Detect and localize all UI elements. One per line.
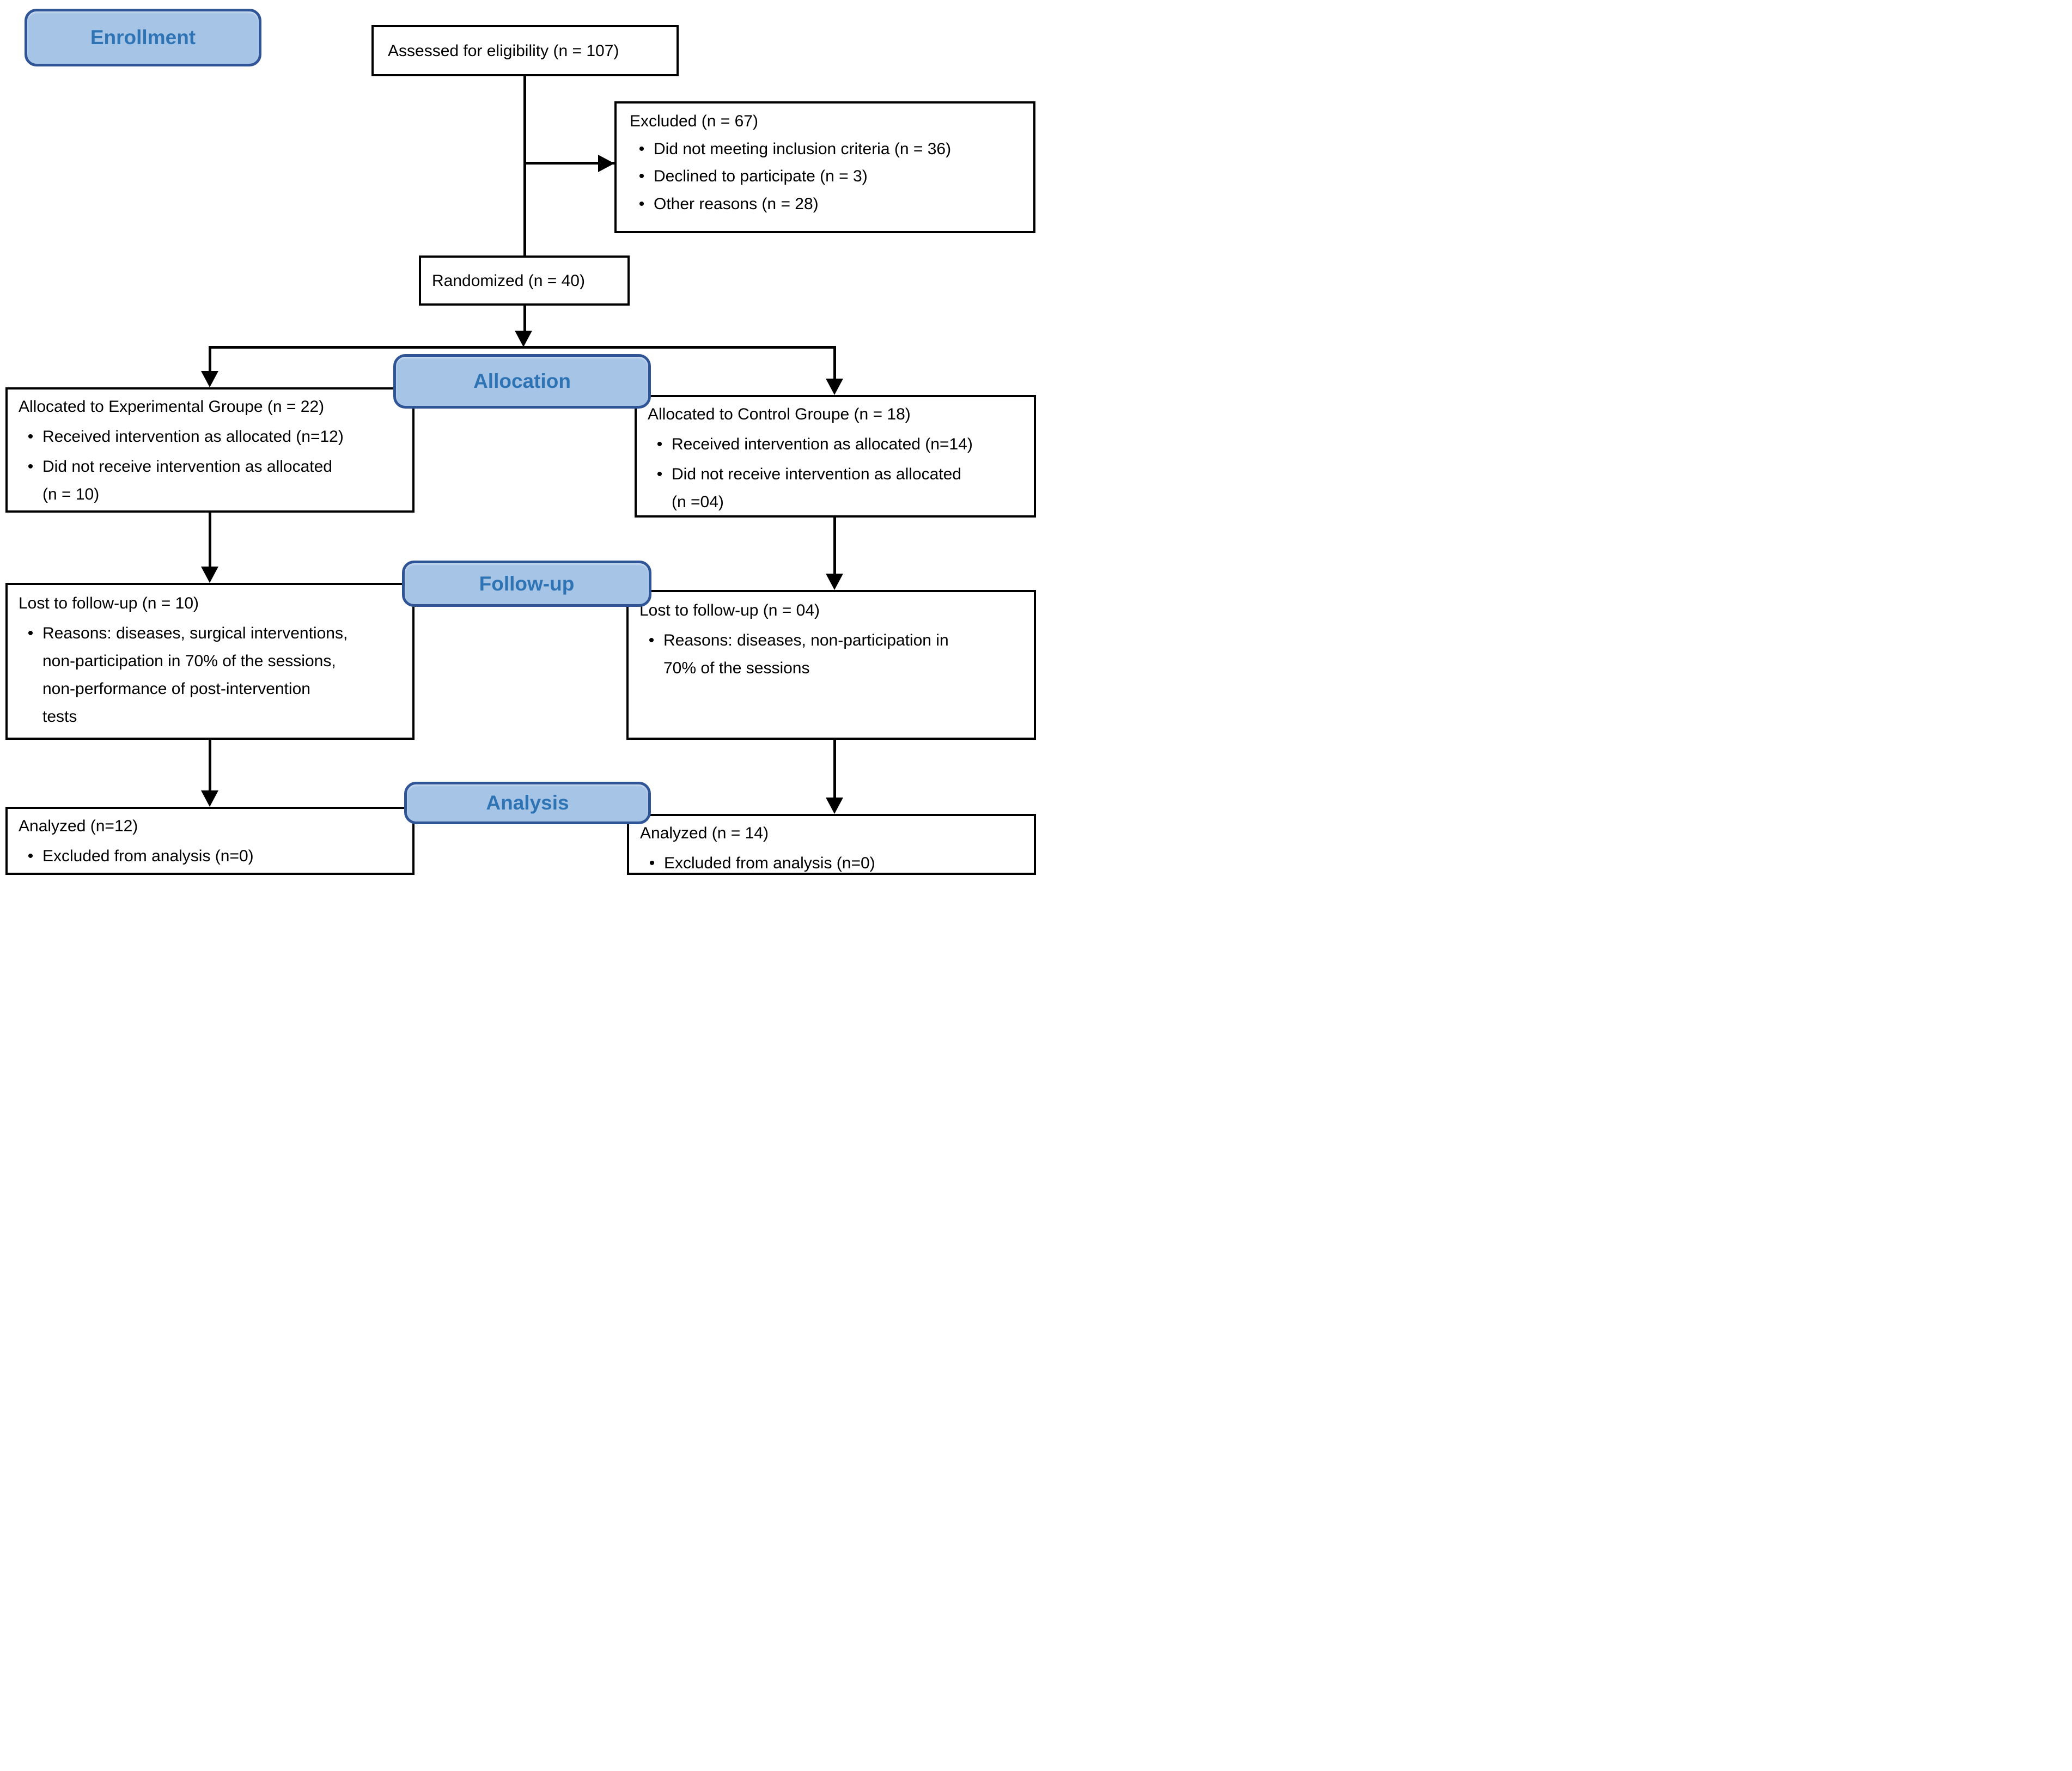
arrowhead-into-an-ctrl	[826, 798, 843, 814]
line-randomized-down	[523, 306, 526, 333]
stage-label-followup: Follow-up	[479, 572, 575, 595]
line-allocctrl-to-fu	[833, 518, 836, 574]
consort-flow-diagram: Enrollment Allocation Follow-up Analysis…	[0, 0, 1036, 886]
line-assessed-to-randomized	[523, 76, 526, 255]
line-branch-to-excluded	[523, 162, 614, 165]
bullet-dot: •	[656, 435, 663, 453]
stage-pill-analysis: Analysis	[404, 782, 651, 824]
list-item: • Received intervention as allocated (n=…	[648, 430, 1032, 458]
fu-ctrl-title: Lost to follow-up (n = 04)	[639, 601, 820, 619]
excluded-bullets: • Did not meeting inclusion criteria (n …	[630, 137, 1029, 217]
stage-label-analysis: Analysis	[486, 792, 569, 814]
stage-label-allocation: Allocation	[473, 370, 571, 392]
line-allocexp-to-fu	[209, 513, 211, 567]
fu-ctrl-bullets: • Reasons: diseases, non-participation i…	[639, 626, 1032, 682]
bullet-dot: •	[638, 167, 645, 185]
an-ctrl-title: Analyzed (n = 14)	[640, 824, 769, 842]
box-analyzed-control: Analyzed (n = 14) • Excluded from analys…	[627, 814, 1036, 875]
an-ctrl-bullets: • Excluded from analysis (n=0)	[640, 849, 1032, 877]
arrowhead-into-an-exp	[201, 790, 218, 807]
list-item: • Did not receive intervention as alloca…	[19, 453, 409, 508]
alloc-exp-bullets: • Received intervention as allocated (n=…	[19, 423, 409, 508]
assessed-title: Assessed for eligibility (n = 107)	[388, 41, 619, 60]
alloc-ctrl-title: Allocated to Control Groupe (n = 18)	[648, 405, 911, 423]
list-item: • Reasons: diseases, surgical interventi…	[19, 619, 409, 731]
box-followup-control: Lost to follow-up (n = 04) • Reasons: di…	[626, 590, 1036, 740]
stage-label-enrollment: Enrollment	[90, 26, 196, 48]
line-branch-left-drop	[209, 346, 211, 371]
list-item: • Did not receive intervention as alloca…	[648, 460, 1032, 516]
line-allocation-branch	[209, 346, 836, 349]
arrowhead-into-alloc-ctrl	[826, 379, 843, 395]
fu-exp-bullets: • Reasons: diseases, surgical interventi…	[19, 619, 409, 731]
list-item: • Excluded from analysis (n=0)	[19, 842, 409, 870]
arrowhead-into-excluded	[598, 155, 614, 172]
bullet-dot: •	[638, 194, 645, 213]
bullet-dot: •	[27, 624, 34, 642]
box-followup-experimental: Lost to follow-up (n = 10) • Reasons: di…	[5, 583, 415, 740]
excluded-title: Excluded (n = 67)	[630, 112, 758, 130]
box-analyzed-experimental: Analyzed (n=12) • Excluded from analysis…	[5, 807, 415, 875]
line-fuexp-to-analysis	[209, 740, 211, 790]
fu-exp-title: Lost to follow-up (n = 10)	[19, 594, 199, 612]
arrowhead-into-fu-ctrl	[826, 574, 843, 590]
bullet-dot: •	[648, 631, 655, 649]
randomized-title: Randomized (n = 40)	[432, 271, 585, 290]
bullet-dot: •	[27, 428, 34, 446]
an-exp-title: Analyzed (n=12)	[19, 817, 138, 835]
bullet-dot: •	[638, 139, 645, 158]
list-item: • Other reasons (n = 28)	[630, 192, 1029, 217]
list-item: • Received intervention as allocated (n=…	[19, 423, 409, 451]
bullet-dot: •	[656, 465, 663, 483]
stage-pill-enrollment: Enrollment	[25, 9, 261, 66]
list-item: • Did not meeting inclusion criteria (n …	[630, 137, 1029, 162]
alloc-ctrl-bullets: • Received intervention as allocated (n=…	[648, 430, 1032, 516]
list-item: • Reasons: diseases, non-participation i…	[639, 626, 1032, 682]
line-branch-right-drop	[833, 346, 836, 379]
list-item: • Excluded from analysis (n=0)	[640, 849, 1032, 877]
bullet-dot: •	[27, 847, 34, 865]
box-assessed: Assessed for eligibility (n = 107)	[371, 25, 679, 76]
stage-pill-allocation: Allocation	[393, 354, 651, 409]
stage-pill-followup: Follow-up	[402, 561, 651, 607]
box-allocated-control: Allocated to Control Groupe (n = 18) • R…	[635, 395, 1036, 518]
arrowhead-into-fu-exp	[201, 567, 218, 583]
bullet-dot: •	[27, 458, 34, 476]
line-fuctrl-to-analysis	[833, 740, 836, 798]
arrowhead-randomized-branch	[515, 331, 532, 347]
box-excluded: Excluded (n = 67) • Did not meeting incl…	[614, 101, 1035, 233]
alloc-exp-title: Allocated to Experimental Groupe (n = 22…	[19, 398, 325, 416]
list-item: • Declined to participate (n = 3)	[630, 164, 1029, 190]
box-allocated-experimental: Allocated to Experimental Groupe (n = 22…	[5, 387, 415, 513]
bullet-dot: •	[649, 854, 655, 872]
box-randomized: Randomized (n = 40)	[419, 255, 630, 306]
an-exp-bullets: • Excluded from analysis (n=0)	[19, 842, 409, 870]
arrowhead-into-alloc-exp	[201, 371, 218, 387]
